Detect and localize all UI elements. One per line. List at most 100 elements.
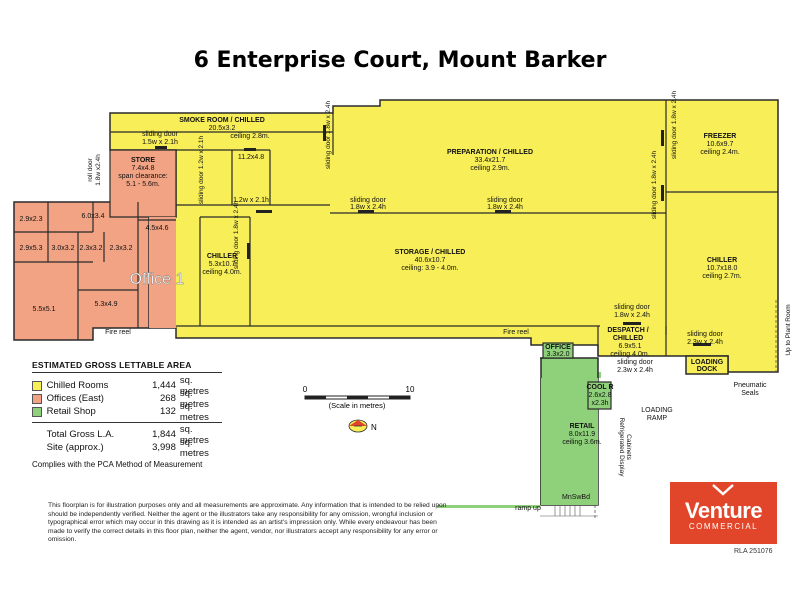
legend-row-retail: Retail Shop 132 sq. metres — [32, 401, 222, 423]
freezer-name: FREEZER — [704, 133, 737, 140]
vertical-door-2: sliding door 1.8w x 2.4h — [325, 100, 332, 169]
door-marks — [155, 125, 711, 346]
loading-dock-name-2: DOCK — [697, 366, 718, 373]
pneumatic-label: Pneumatic — [733, 382, 767, 389]
despatch-name: DESPATCH / — [607, 327, 648, 334]
chiller-left-name: CHILLER — [207, 253, 237, 260]
scale-label: (Scale in metres) — [329, 401, 386, 410]
legend-unit: sq. metres — [179, 387, 209, 410]
chiller-left-ceiling: ceiling 4.0m. — [202, 269, 241, 276]
legend-divider — [32, 422, 222, 428]
office-room-4: 3.0x3.2 — [52, 245, 75, 252]
store-span-value: 5.1 - 5.6m. — [126, 181, 160, 188]
freezer-ceiling: ceiling 2.4m. — [700, 149, 739, 156]
rla-number: RLA 251076 — [734, 548, 773, 555]
fire-reel-right: Fire reel — [503, 329, 529, 336]
store-dims: 7.4x4.8 — [132, 165, 155, 172]
sliding-door-4-size: 1.8w x 2.4h — [487, 204, 523, 211]
office-room-7: 4.5x4.6 — [146, 225, 169, 232]
office-room-2: 6.0x3.4 — [82, 213, 105, 220]
legend-site-unit: sq. metres — [179, 436, 209, 459]
legend-site-value: 3,998 — [152, 442, 176, 453]
legend-total-value: 1,844 — [152, 429, 176, 440]
cabinets-label: Cabinets — [625, 434, 632, 460]
logo-chevron-icon — [712, 484, 734, 496]
sliding-door-3: sliding door — [350, 197, 386, 204]
scale-zero: 0 — [303, 385, 308, 394]
legend-value: 268 — [160, 393, 176, 404]
legend-unit: sq. metres — [179, 374, 209, 397]
north-label: N — [371, 423, 377, 432]
sliding-door-4: sliding door — [487, 197, 523, 204]
roll-door-size: 1.8w x2.4h — [95, 154, 102, 186]
ramp-steps — [540, 506, 598, 517]
office-small-dims: 3.3x2.0 — [547, 351, 570, 358]
store-span-label: span clearance: — [118, 173, 167, 180]
legend-value: 1,444 — [152, 380, 176, 391]
sliding-door-7: sliding door — [617, 359, 653, 366]
retail-dims: 8.0x11.9 — [569, 431, 595, 438]
cool-room-height: x2.3h — [591, 400, 608, 407]
logo-sub: COMMERCIAL — [688, 522, 759, 531]
scale-bar: 0 10 (Scale in metres) — [303, 385, 415, 410]
smoke-room-ceiling: ceiling 2.8m. — [230, 133, 269, 140]
store-name: STORE — [131, 157, 155, 164]
sliding-door-label: sliding door — [142, 131, 178, 138]
venture-commercial-logo: Venture COMMERCIAL — [670, 482, 777, 544]
disclaimer-text: This floorplan is for illustration purpo… — [48, 502, 447, 544]
sliding-door-2: 1.2w x 2.1h — [233, 197, 269, 204]
legend-swatch-chilled — [32, 380, 42, 391]
legend-row-total: Total Gross L.A. 1,844 sq. metres — [32, 424, 222, 446]
ramp-up-label: ramp up — [515, 505, 541, 512]
sliding-door-6: sliding door — [687, 331, 723, 338]
page-title: 6 Enterprise Court, Mount Barker — [193, 48, 607, 73]
office-room-5: 2.3x3.2 — [80, 245, 103, 252]
office-room-8: 5.5x5.1 — [33, 306, 56, 313]
smoke-room-dims: 20.5x3.2 — [209, 125, 236, 132]
prep-room-dims: 33.4x21.7 — [475, 157, 506, 164]
office-room-1: 2.9x2.3 — [20, 216, 43, 223]
vertical-door-3: sliding door 1.8w x 2.4h — [671, 90, 678, 159]
chiller-left-dims: 5.3x10.7 — [209, 261, 236, 268]
prep-room-ceiling: ceiling 2.9m. — [470, 165, 509, 172]
office-left-block — [149, 217, 176, 328]
vertical-door-5: sliding door 1.8w x 2.4h — [233, 200, 240, 269]
loading-dock-name: LOADING — [691, 359, 724, 366]
legend-name: Chilled Rooms — [46, 380, 109, 391]
seals-label: Seals — [741, 390, 759, 397]
legend-swatch-retail — [32, 406, 42, 417]
legend-total-name: Total Gross L.A. — [46, 429, 115, 440]
chiller-right-ceiling: ceiling 2.7m. — [702, 273, 741, 280]
office-room-6: 2.3x3.2 — [110, 245, 133, 252]
logo-word: Venture — [684, 498, 763, 523]
retail-name: RETAIL — [570, 423, 595, 430]
legend-note: Complies with the PCA Method of Measurem… — [32, 460, 203, 469]
sliding-door-5: sliding door — [614, 304, 650, 311]
office-room-3: 2.9x5.3 — [20, 245, 43, 252]
roll-door-label: roll door — [87, 157, 94, 181]
sliding-door-7-size: 2.3w x 2.4h — [617, 367, 653, 374]
cool-room-name: COOL R — [586, 384, 613, 391]
fire-reel-left: Fire reel — [105, 329, 131, 336]
vertical-labels: roll door 1.8w x2.4h sliding door 1.2w x… — [87, 90, 792, 477]
legend-row-offices: Offices (East) 268 sq. metres — [32, 388, 222, 410]
legend-row-chilled: Chilled Rooms 1,444 sq. metres — [32, 375, 222, 397]
ramp-label: RAMP — [647, 415, 668, 422]
small-room-dims: 11.2x4.8 — [238, 154, 264, 161]
storage-dims: 40.6x10.7 — [415, 257, 446, 264]
scale-ten: 10 — [406, 385, 415, 394]
room-labels: SMOKE ROOM / CHILLED 20.5x3.2 ceiling 2.… — [20, 117, 768, 512]
legend-swatch-offices — [32, 393, 42, 404]
chiller-right-dims: 10.7x18.0 — [707, 265, 738, 272]
legend-header: ESTIMATED GROSS LETTABLE AREA — [32, 360, 222, 373]
legend-total-unit: sq. metres — [179, 423, 209, 446]
office-1-label: Office 1 — [130, 271, 185, 288]
storage-ceiling: ceiling: 3.9 - 4.0m. — [401, 265, 458, 272]
office-small-name: OFFICE — [545, 344, 571, 351]
despatch-ceiling: ceiling 4.0m. — [610, 351, 649, 358]
legend-row-site: Site (approx.) 3,998 sq. metres — [32, 437, 222, 459]
despatch-dims: 6.9x5.1 — [619, 343, 642, 350]
loading-label: LOADING — [641, 407, 673, 414]
prep-room-name: PREPARATION / CHILLED — [447, 149, 533, 156]
